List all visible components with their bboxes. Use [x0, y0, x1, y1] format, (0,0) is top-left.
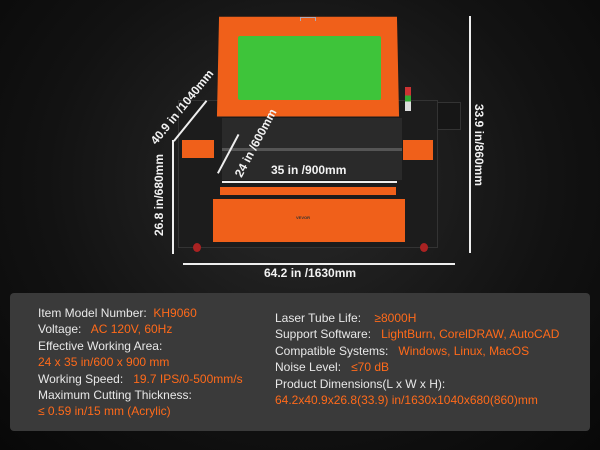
- height-total-label: 33.9 in/860mm: [472, 103, 487, 187]
- spec-thickness-value: ≤ 0.59 in/15 mm (Acrylic): [38, 404, 171, 419]
- wheel-right: [420, 243, 428, 252]
- spec-software: Support Software: LightBurn, CorelDRAW, …: [275, 327, 560, 342]
- work-x-line: [222, 181, 397, 183]
- spec-speed: Working Speed: 19.7 IPS/0-500mm/s: [38, 371, 243, 386]
- spec-thickness-label: Maximum Cutting Thickness:: [38, 388, 192, 403]
- spec-tube-life: Laser Tube Life: ≥8000H: [275, 311, 417, 325]
- height-body-label: 26.8 in/680mm: [152, 153, 167, 237]
- height-body-line: [172, 140, 174, 254]
- wheel-left: [193, 243, 201, 252]
- left-control-panel: [182, 140, 214, 158]
- spec-dimensions-label: Product Dimensions(L x W x H):: [275, 376, 446, 391]
- work-x-label: 35 in /900mm: [271, 163, 347, 177]
- laser-gantry: [222, 148, 402, 151]
- brand-logo: VEVOR: [296, 215, 311, 220]
- spec-noise: Noise Level: ≤70 dB: [275, 360, 390, 375]
- spec-panel: Item Model Number: KH9060 Voltage: AC 12…: [10, 293, 590, 431]
- spec-working-area-label: Effective Working Area:: [38, 338, 163, 353]
- width-label: 64.2 in /1630mm: [264, 266, 357, 280]
- height-total-line: [469, 16, 471, 253]
- signal-light: [405, 87, 411, 111]
- front-strip: [220, 187, 396, 195]
- spec-systems: Compatible Systems: Windows, Linux, MacO…: [275, 343, 530, 358]
- right-control-panel: [403, 140, 433, 160]
- spec-dimensions-value: 64.2x40.9x26.8(33.9) in/1630x1040x680(86…: [275, 393, 538, 408]
- lid-window: [238, 36, 381, 100]
- side-box: [437, 102, 461, 130]
- spec-working-area-value: 24 x 35 in/600 x 900 mm: [38, 355, 170, 370]
- lid-handle: [300, 17, 316, 21]
- width-line: [183, 263, 455, 265]
- spec-voltage: Voltage: AC 120V, 60Hz: [38, 322, 173, 337]
- spec-right-column: Laser Tube Life: ≥8000H Support Software…: [275, 310, 559, 408]
- spec-model: Item Model Number: KH9060: [38, 306, 197, 320]
- spec-left-column: Item Model Number: KH9060 Voltage: AC 12…: [38, 305, 243, 420]
- front-door: [213, 199, 405, 242]
